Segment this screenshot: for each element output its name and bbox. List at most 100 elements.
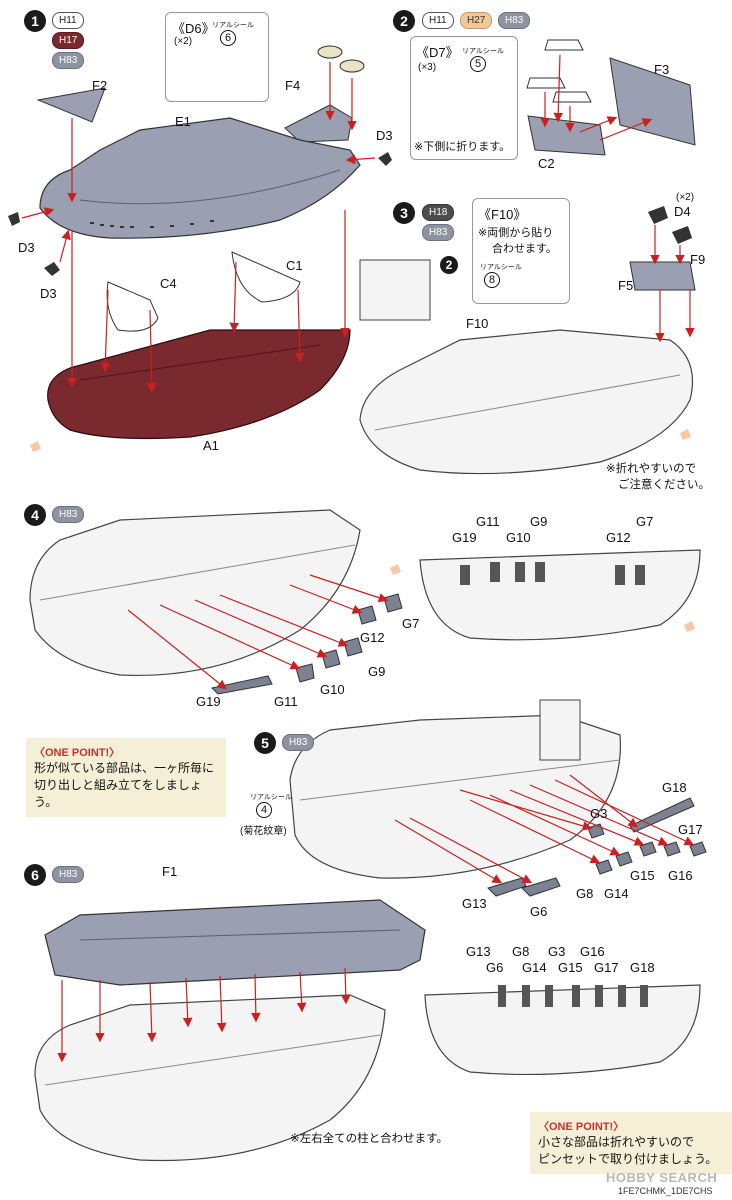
paint-h83-badge: H83 <box>52 506 85 523</box>
label-g3-side: G3 <box>548 944 566 959</box>
label-c2: C2 <box>538 156 555 171</box>
label-g11: G11 <box>274 694 298 709</box>
label-g8-side: G8 <box>512 944 530 959</box>
paint-h83-badge: H83 <box>422 224 455 241</box>
part-f5 <box>629 261 696 291</box>
part-c2 <box>527 115 606 156</box>
label-g13-side: G13 <box>466 944 491 959</box>
label-g10: G10 <box>320 682 345 697</box>
paint-h11-badge: H11 <box>52 12 84 29</box>
callout-f10-sticker-num: 8 <box>484 272 500 288</box>
label-g19-top: G19 <box>452 530 477 545</box>
label-g10-top: G10 <box>506 530 531 545</box>
part-c1 <box>231 251 301 303</box>
one-point-tip-2-line1: 小さな部品は折れやすいので <box>538 1135 695 1149</box>
hull-step4-side <box>419 549 701 641</box>
paint-h27-badge: H27 <box>460 12 493 29</box>
paint-h17-badge: H17 <box>52 32 85 49</box>
label-f9: F9 <box>690 252 706 267</box>
step-5-sticker-label: リアルシール <box>250 794 292 801</box>
paint-h83-badge: H83 <box>498 12 531 29</box>
label-g18: G18 <box>662 780 687 795</box>
one-point-tip-1-line2: 切り出しと組み立てをしましょう。 <box>34 778 202 809</box>
label-g3: G3 <box>590 806 608 821</box>
label-f2: F2 <box>92 78 108 93</box>
hull-step6-side <box>424 984 701 1076</box>
part-f4 <box>284 104 353 143</box>
step-1-number: 1 <box>24 10 46 32</box>
label-d4: D4 <box>674 204 691 219</box>
label-e1: E1 <box>175 114 191 129</box>
callout-f10-note1: ※両側から貼り <box>478 227 554 239</box>
step-6-note: ※左右全ての柱と合わせます。 <box>290 1133 448 1145</box>
label-g11-top: G11 <box>476 514 500 529</box>
label-a1: A1 <box>203 438 219 453</box>
callout-d6-code: 《D6》 <box>172 21 215 36</box>
paint-h83-badge: H83 <box>52 52 85 69</box>
one-point-tip-1-title: 〈ONE POINT!〉 <box>34 747 121 759</box>
part-f3 <box>609 57 696 146</box>
label-d4-mult: (×2) <box>676 192 695 203</box>
label-g14-side: G14 <box>522 960 547 975</box>
part-a1 <box>47 329 351 440</box>
label-g9-top: G9 <box>530 514 548 529</box>
callout-d7 <box>410 36 518 160</box>
callout-d7-code: 《D7》 <box>416 45 459 60</box>
label-f5: F5 <box>618 278 634 293</box>
step-3-note-line1: ※折れやすいので <box>606 463 697 475</box>
one-point-tip-1: 〈ONE POINT!〉 形が似ている部品は、一ヶ所毎に 切り出しと組み立てをし… <box>26 738 226 817</box>
step-3-number: 3 <box>393 202 415 224</box>
callout-d6-sticker-label: リアルシール <box>212 22 254 29</box>
callout-f10-sticker-label: リアルシール <box>480 264 522 271</box>
label-f10: F10 <box>466 316 489 331</box>
label-g16-side: G16 <box>580 944 605 959</box>
hull-step5 <box>289 714 622 879</box>
label-g12: G12 <box>360 630 385 645</box>
watermark-code: 1FE7CHMK_1DE7CHS <box>618 1186 713 1196</box>
label-g17: G17 <box>678 822 703 837</box>
hobby-search-logo: HOBBY SEARCH <box>606 1170 718 1185</box>
callout-d6-sticker-num: 6 <box>220 30 236 46</box>
label-g9: G9 <box>368 664 386 679</box>
label-g15: G15 <box>630 868 655 883</box>
step-4-number: 4 <box>24 504 46 526</box>
label-d3-bottom: D3 <box>40 286 57 301</box>
one-point-tip-2-line2: ピンセットで取り付けましょう。 <box>538 1152 718 1166</box>
step-5-sticker-num: 4 <box>256 802 272 818</box>
label-g13: G13 <box>462 896 487 911</box>
label-g6: G6 <box>530 904 548 919</box>
label-c4: C4 <box>160 276 177 291</box>
step-5-sticker-note: (菊花紋章) <box>240 826 287 837</box>
step-2-number: 2 <box>393 10 415 32</box>
callout-f10-code: 《F10》 <box>478 207 527 222</box>
label-g18-side: G18 <box>630 960 655 975</box>
step-3-note-line2: ご注意ください。 <box>618 479 710 491</box>
callout-d6 <box>165 12 269 102</box>
label-g8: G8 <box>576 886 594 901</box>
label-g6-side: G6 <box>486 960 504 975</box>
callout-d7-sticker-num: 5 <box>470 56 486 72</box>
label-f4: F4 <box>285 78 301 93</box>
one-point-tip-2: 〈ONE POINT!〉 小さな部品は折れやすいので ピンセットで取り付けましょ… <box>530 1112 732 1174</box>
callout-d6-mult: (×2) <box>174 36 193 47</box>
step-6-number: 6 <box>24 864 46 886</box>
label-g7-top: G7 <box>636 514 654 529</box>
callout-d7-note: ※下側に折ります。 <box>414 141 511 153</box>
label-g12-top: G12 <box>606 530 631 545</box>
label-g16: G16 <box>668 868 693 883</box>
part-e1 <box>39 117 361 239</box>
label-g15-side: G15 <box>558 960 583 975</box>
one-point-tip-2-title: 〈ONE POINT!〉 <box>538 1121 625 1133</box>
label-d3-right: D3 <box>376 128 393 143</box>
label-d3-left: D3 <box>18 240 35 255</box>
sub-step-2-number: 2 <box>440 256 458 274</box>
label-f3: F3 <box>654 62 670 77</box>
part-f1 <box>44 899 426 986</box>
paint-h11-badge: H11 <box>422 12 454 29</box>
label-g19: G19 <box>196 694 221 709</box>
label-c1: C1 <box>286 258 303 273</box>
label-f1: F1 <box>162 864 178 879</box>
label-g17-side: G17 <box>594 960 619 975</box>
label-g7: G7 <box>402 616 420 631</box>
part-f2 <box>36 87 106 123</box>
